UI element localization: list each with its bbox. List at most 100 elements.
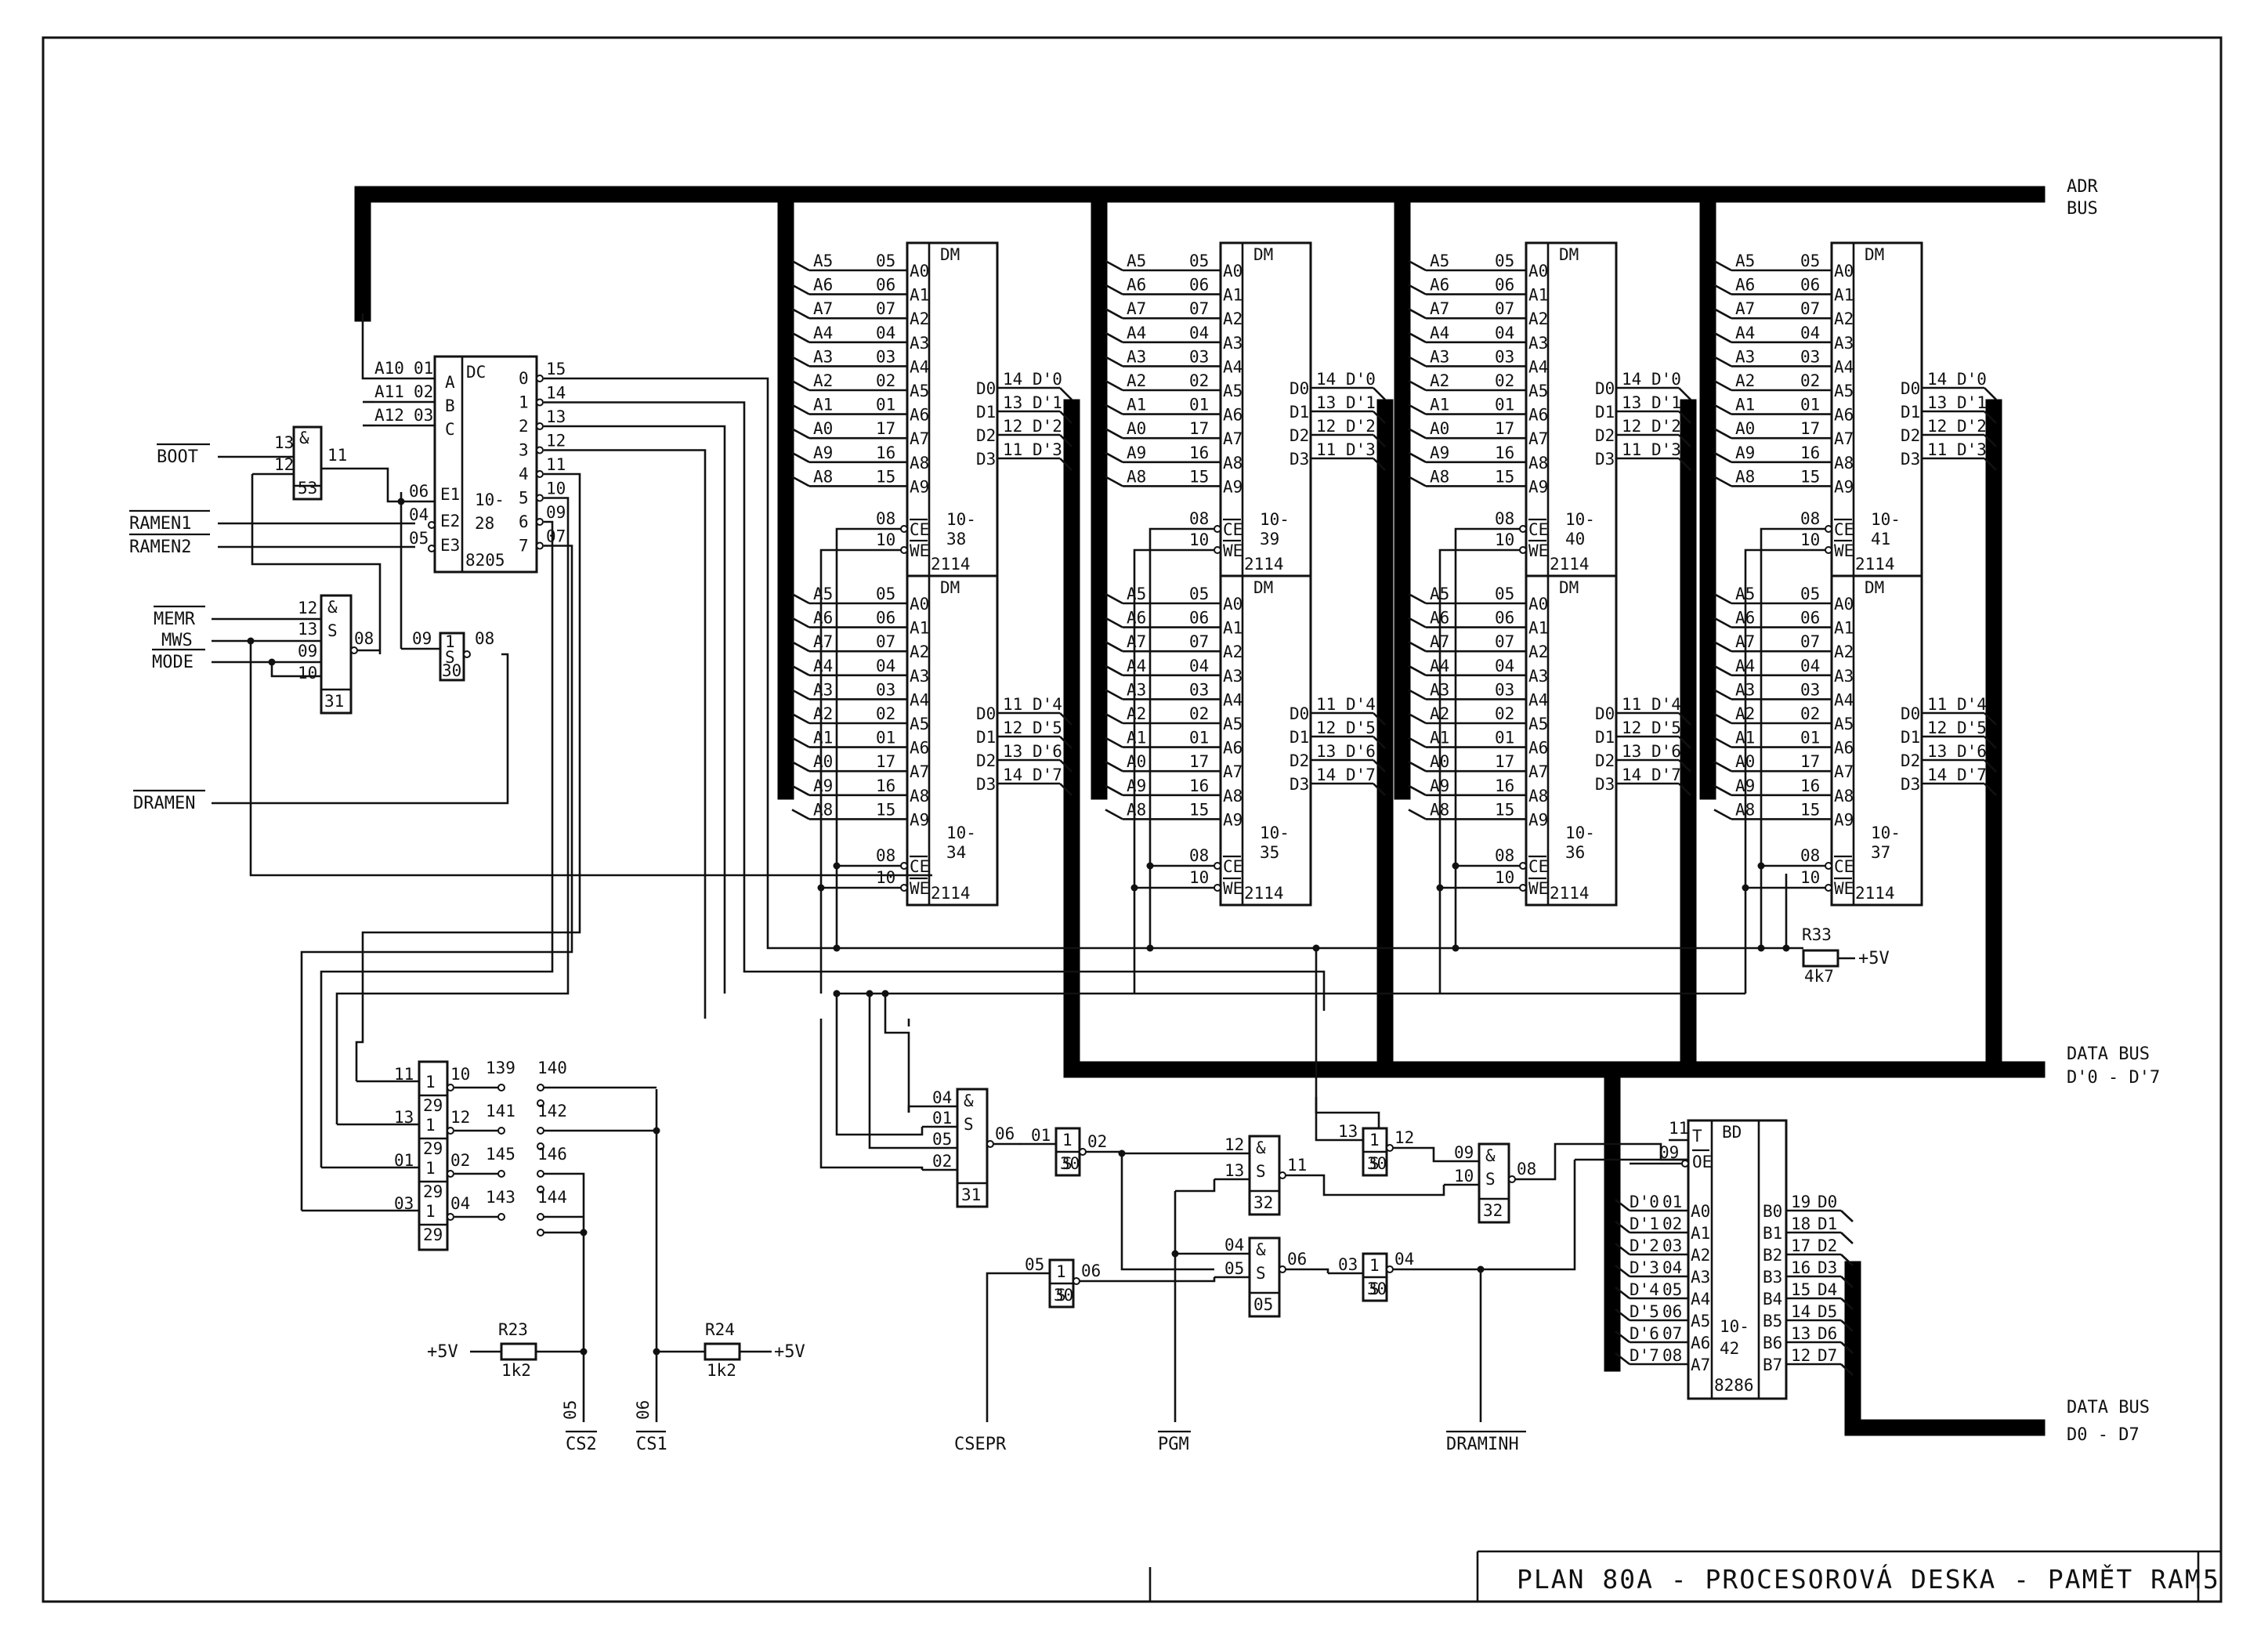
jumper-pad — [497, 1170, 505, 1178]
jumper-a: 143 — [486, 1188, 515, 1207]
wire — [1408, 331, 1427, 343]
decoder-out-pin: 13 — [546, 407, 566, 426]
ram-chip-2114 — [906, 574, 999, 907]
ram-addr-pin: 17 — [1800, 752, 1820, 771]
ram-addr-pin: 02 — [1189, 704, 1209, 723]
gate-32a — [1248, 1135, 1281, 1216]
ram-addr-name: A5 — [1223, 715, 1243, 733]
ram-addr-pin: 17 — [1189, 419, 1209, 438]
wire — [320, 520, 554, 1167]
wire — [1713, 784, 1732, 796]
gate-30c-ref: 30 — [1367, 1154, 1387, 1173]
ram-addr-label: A5 — [813, 252, 833, 270]
wire — [1105, 809, 1123, 820]
ram-addr-pin: 07 — [876, 299, 895, 318]
decoder-out-pin: 09 — [546, 503, 566, 522]
ram-addr-name: A6 — [1834, 406, 1854, 425]
ram-addr-label: A0 — [813, 419, 833, 438]
ram-data-pin: 14 — [1622, 766, 1641, 784]
ram-data-name: D2 — [1290, 751, 1309, 770]
ram-addr-pin: 04 — [1189, 657, 1209, 675]
wire — [1059, 712, 1073, 726]
inversion-bubble — [447, 1213, 454, 1221]
transceiver-b-label: D4 — [1818, 1280, 1837, 1299]
ram-addr-pin: 03 — [1800, 347, 1820, 366]
ram-addr-name: A1 — [910, 619, 929, 638]
inversion-bubble — [536, 518, 544, 526]
decoder-out-name: 4 — [519, 465, 529, 483]
wire — [1408, 689, 1427, 700]
wire — [901, 1127, 924, 1136]
ram-addr-pin: 16 — [1189, 776, 1209, 795]
buffer-out-pin: 02 — [450, 1151, 470, 1170]
ram-addr-pin: 05 — [1495, 585, 1514, 603]
gate-30e-in: 03 — [1338, 1255, 1358, 1274]
wire — [1678, 387, 1691, 400]
ram-addr-pin: 05 — [1189, 585, 1209, 603]
junction — [1312, 944, 1320, 952]
inversion-bubble — [900, 862, 908, 870]
wire — [1984, 759, 1997, 773]
transceiver-t: T — [1692, 1127, 1702, 1146]
wire — [791, 356, 810, 367]
wire — [791, 404, 810, 415]
buffer-sym: 1 — [425, 1202, 436, 1221]
wire — [791, 641, 810, 653]
ram-addr-pin: 03 — [1800, 680, 1820, 699]
gate-05-in: 04 — [1224, 1236, 1244, 1254]
transceiver-b: B3 — [1763, 1268, 1782, 1287]
wire — [1408, 592, 1427, 605]
ram-data-name: D3 — [1595, 450, 1615, 469]
inversion-bubble — [1519, 862, 1527, 870]
ram-chip-type: 2114 — [931, 884, 971, 903]
decoder-addr-pin: 02 — [414, 382, 433, 401]
ram-addr-name: A4 — [910, 357, 929, 376]
wire — [1418, 1146, 1444, 1163]
buffer-out-pin: 12 — [450, 1108, 470, 1127]
ram-data-pin: 12 — [1316, 417, 1336, 436]
ram-addr-label: A9 — [813, 776, 833, 795]
cs2-output: CS2 — [566, 1435, 597, 1454]
address-bus: ADR BUS — [354, 177, 2098, 800]
gate-53-out: 11 — [327, 446, 347, 465]
inversion-bubble — [1073, 1277, 1080, 1285]
junction — [1146, 944, 1154, 952]
wire — [1408, 379, 1427, 392]
ram-data-name: D2 — [1290, 426, 1309, 445]
gate-31a-in2: 13 — [298, 620, 317, 639]
ram-addr-pin: 05 — [1189, 252, 1209, 270]
ram-addr-name: A4 — [1223, 690, 1243, 709]
decoder-addr-pin: 03 — [414, 406, 433, 425]
decoder-out-pin: 14 — [546, 384, 566, 403]
wire — [1408, 712, 1427, 725]
gate-05-ref: 05 — [1253, 1295, 1273, 1314]
wire — [791, 476, 810, 487]
ram-addr-pin: 07 — [1800, 299, 1820, 318]
wire — [1713, 689, 1732, 700]
gate-30c-out: 12 — [1394, 1128, 1414, 1147]
gate-05-in: 05 — [1224, 1259, 1244, 1278]
transceiver-b-pin: 15 — [1791, 1280, 1810, 1299]
ram-addr-pin: 16 — [876, 443, 895, 462]
gate-30c-sym: 1 — [1369, 1131, 1380, 1149]
transceiver-b: B6 — [1763, 1334, 1782, 1352]
ram-data-label: D'4 — [1346, 695, 1376, 714]
transceiver-ref: 42 — [1720, 1339, 1739, 1358]
wire — [1408, 308, 1427, 320]
ram-ce-pin: 08 — [876, 846, 895, 865]
r33-value: 4k7 — [1804, 967, 1834, 986]
ram-addr-pin: 01 — [876, 396, 895, 414]
wire — [1418, 1160, 1576, 1271]
ram-addr-name: A8 — [910, 787, 929, 805]
ram-addr-pin: 15 — [1495, 800, 1514, 819]
ram-addr-label: A9 — [1127, 443, 1146, 462]
ram-addr-pin: 04 — [1800, 657, 1820, 675]
ram-we-pin: 10 — [1189, 530, 1209, 549]
ram-addr-name: A0 — [1834, 595, 1854, 614]
inversion-bubble — [536, 470, 544, 478]
ram-addr-pin: 03 — [1189, 680, 1209, 699]
ram-addr-name: A9 — [1223, 477, 1243, 496]
ram-addr-label: A6 — [1127, 276, 1146, 295]
ram-data-pin: 14 — [1316, 370, 1336, 389]
